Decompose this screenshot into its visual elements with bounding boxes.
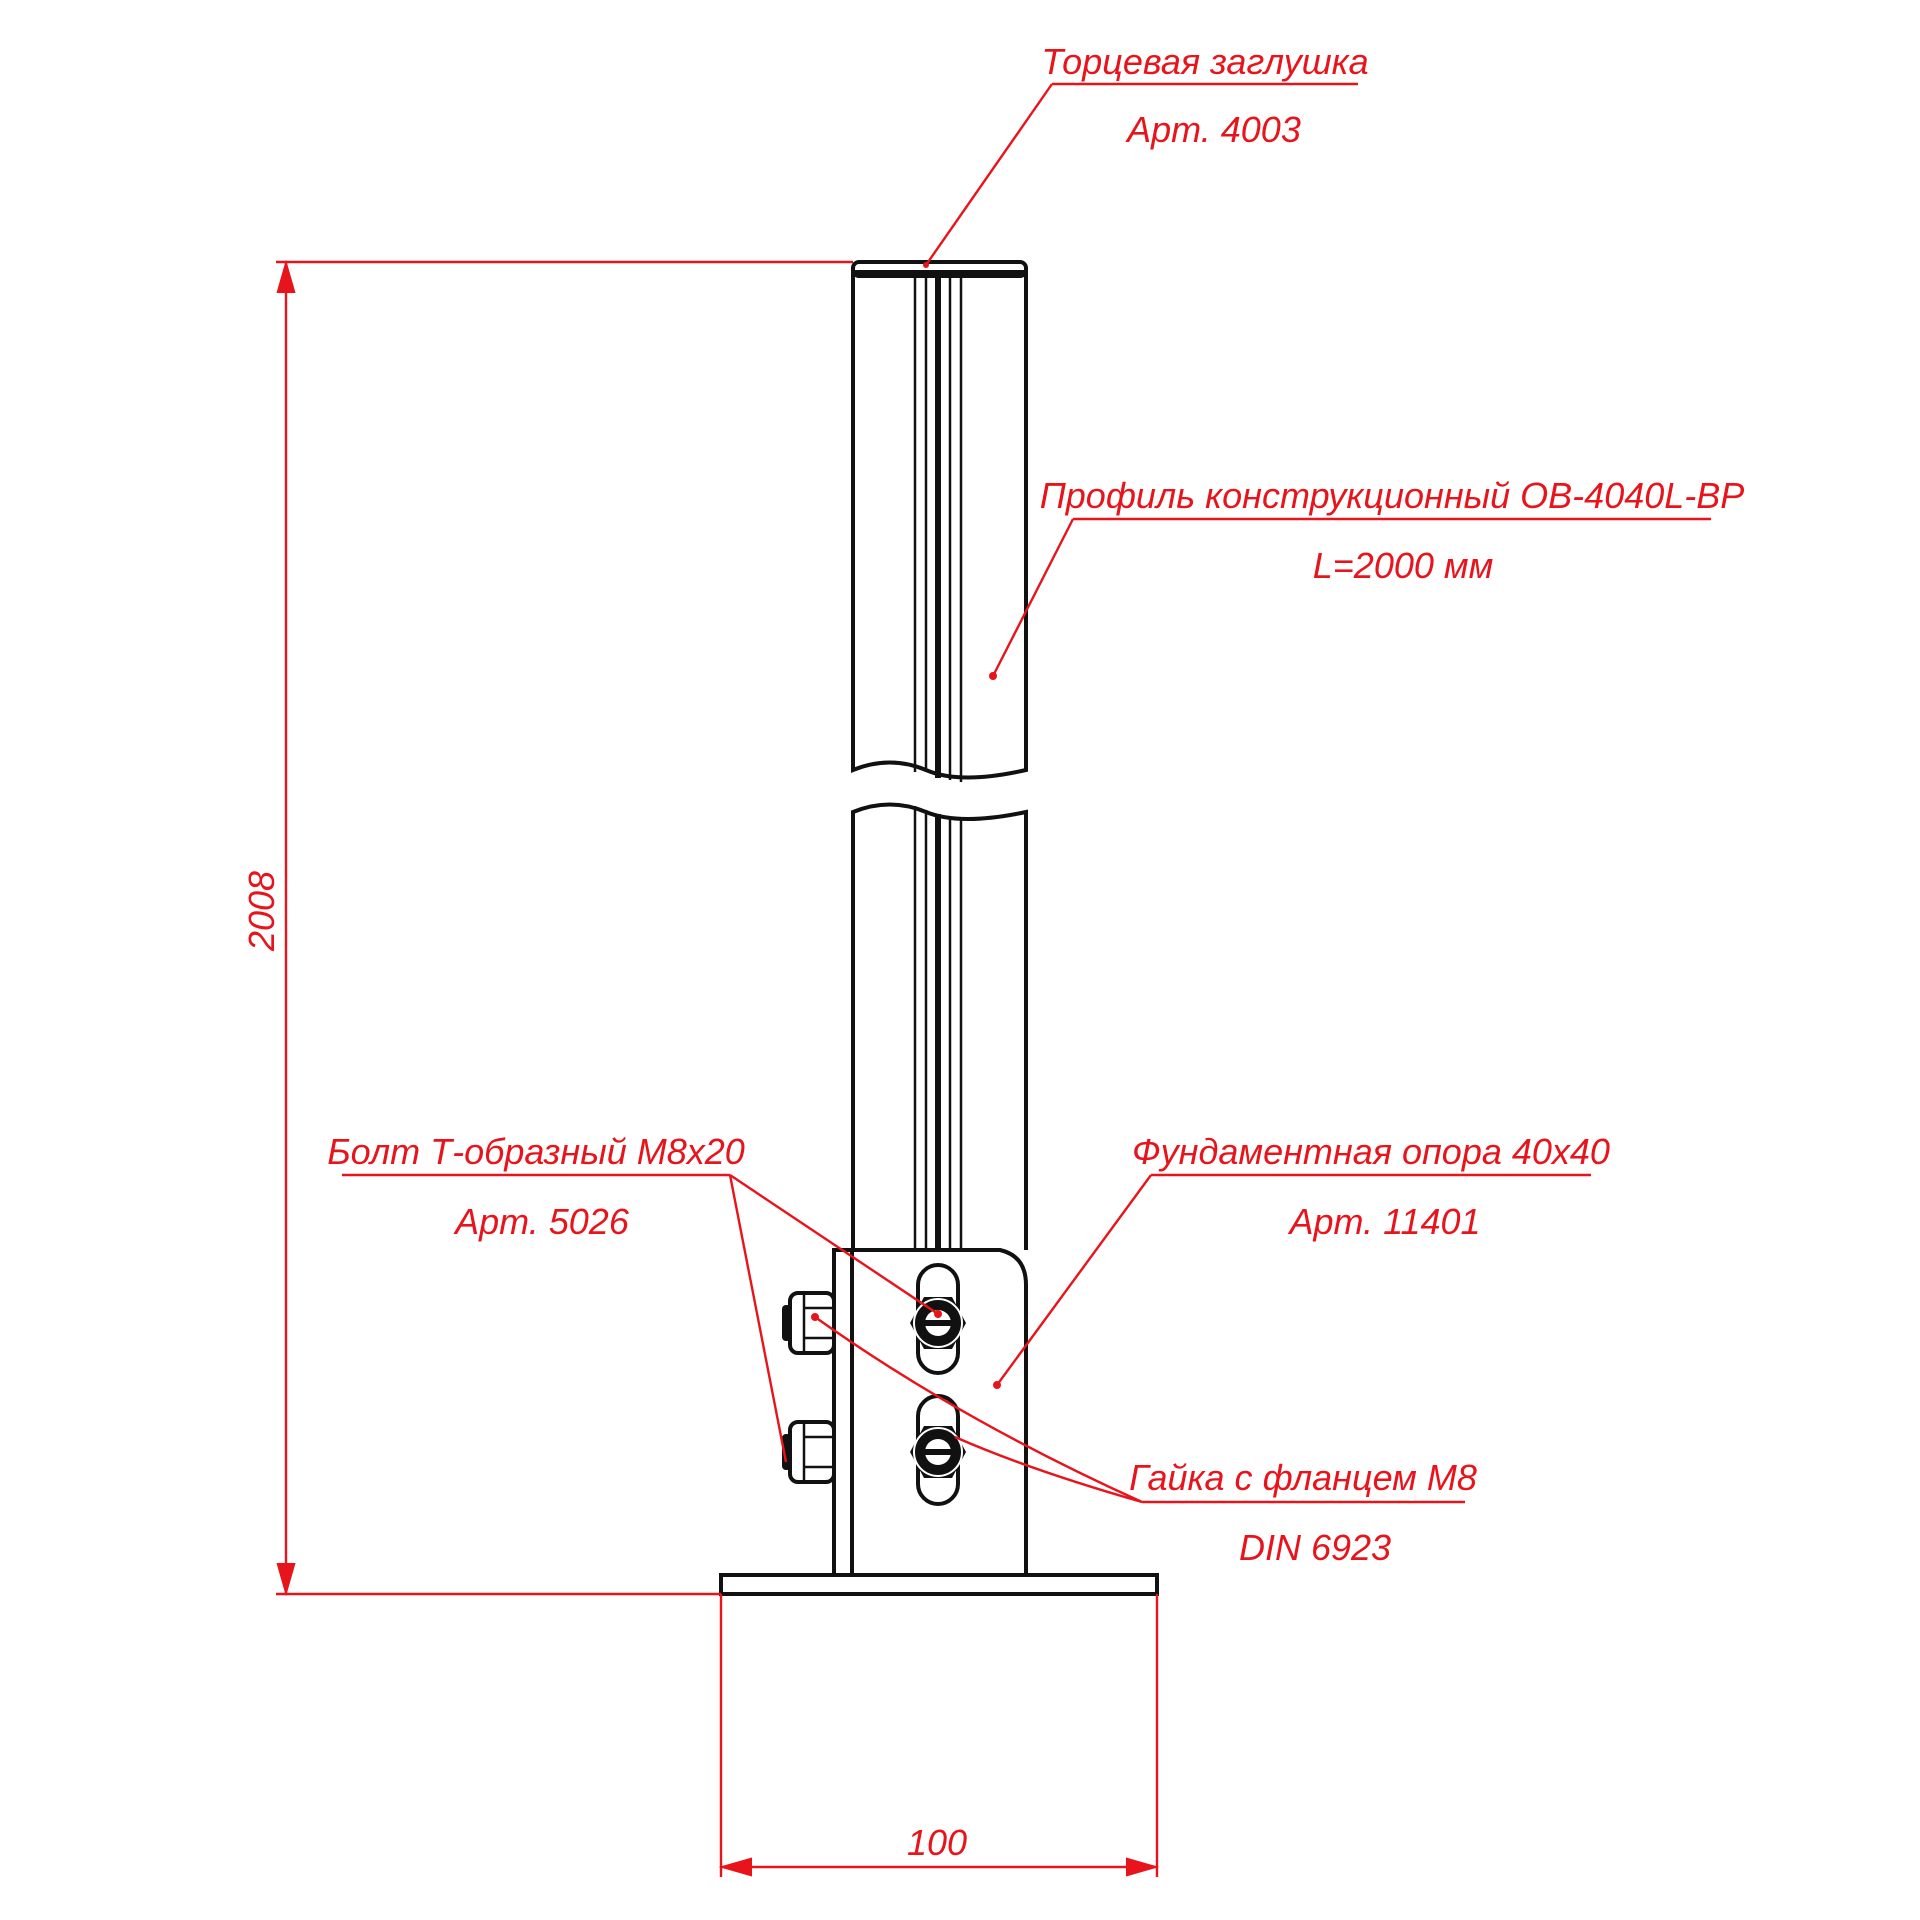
flange-nut-title: Гайка с фланцем M8	[1129, 1457, 1477, 1498]
end-cap-title: Торцевая заглушка	[1041, 41, 1368, 82]
foundation-foot	[719, 1248, 1159, 1596]
foot-article: Арт. 11401	[1287, 1201, 1480, 1242]
flange-nut-standard: DIN 6923	[1239, 1527, 1391, 1568]
height-dimension: 2008	[241, 259, 853, 1597]
flange-nut-top	[782, 1291, 836, 1355]
profile-length: L=2000 мм	[1313, 545, 1494, 586]
profile-title: Профиль конструкционный OB-4040L-BP	[1040, 475, 1745, 516]
callout-foot: Фундаментная опора 40x40 Арт. 11401	[993, 1131, 1610, 1389]
flange-nut-bottom	[782, 1420, 836, 1484]
width-dimension: 100	[718, 1594, 1160, 1877]
t-bolt-article: Арт. 5026	[453, 1201, 630, 1242]
callout-t-bolt: Болт Т-образный M8x20 Арт. 5026	[327, 1131, 942, 1463]
callout-profile: Профиль конструкционный OB-4040L-BP L=20…	[989, 475, 1744, 680]
t-bolt-bottom	[910, 1394, 966, 1506]
t-bolt-title: Болт Т-образный M8x20	[327, 1131, 745, 1172]
callout-end-cap: Торцевая заглушка Арт. 4003	[923, 41, 1369, 268]
foot-title: Фундаментная опора 40x40	[1132, 1131, 1610, 1172]
t-bolt-top	[910, 1263, 966, 1375]
end-cap-article: Арт. 4003	[1125, 109, 1301, 150]
width-dimension-value: 100	[907, 1822, 967, 1863]
aluminium-profile	[851, 260, 1028, 1250]
callout-flange-nut: Гайка с фланцем M8 DIN 6923	[811, 1313, 1477, 1568]
height-dimension-value: 2008	[241, 871, 282, 952]
